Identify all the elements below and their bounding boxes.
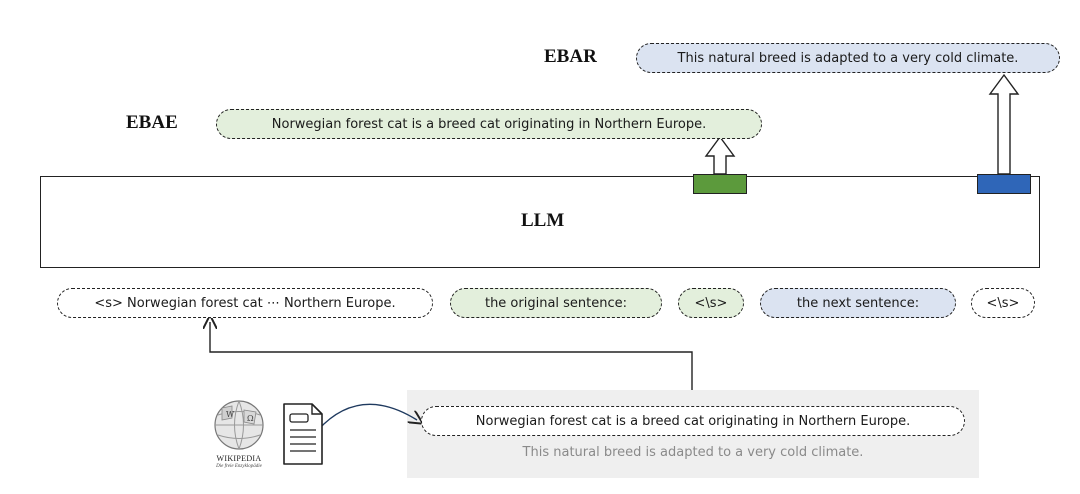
input-pill-eos-1: <\s> xyxy=(678,288,744,318)
input-pill-eos-2: <\s> xyxy=(971,288,1035,318)
llm-label: LLM xyxy=(521,210,565,231)
svg-text:Ω: Ω xyxy=(247,414,254,423)
green-output-token xyxy=(693,174,747,194)
blue-output-token xyxy=(977,174,1031,194)
input-text-original-prompt: the original sentence: xyxy=(484,295,628,311)
ebae-label: EBAE xyxy=(126,112,178,133)
document-icon xyxy=(283,403,323,465)
input-text-next-prompt: the next sentence: xyxy=(796,295,920,311)
ebar-label: EBAR xyxy=(544,46,597,67)
svg-text:W: W xyxy=(226,410,235,419)
wikipedia-globe-icon: W Ω xyxy=(214,400,264,450)
ebar-output-text: This natural breed is adapted to a very … xyxy=(677,50,1019,66)
input-text-eos-1: <\s> xyxy=(694,295,728,311)
document-to-sentence-arrow xyxy=(317,403,417,431)
ebae-output-pill: Norwegian forest cat is a breed cat orig… xyxy=(216,109,762,139)
source-sentence-1: Norwegian forest cat is a breed cat orig… xyxy=(475,413,911,429)
input-pill-next-prompt: the next sentence: xyxy=(760,288,956,318)
panel-to-input-arrow xyxy=(210,322,693,390)
wikipedia-wordmark: WIKIPEDIA xyxy=(216,454,262,463)
input-pill-original-prompt: the original sentence: xyxy=(450,288,662,318)
ebar-output-pill: This natural breed is adapted to a very … xyxy=(636,43,1060,73)
source-sentence-2: This natural breed is adapted to a very … xyxy=(522,445,864,460)
ebae-output-text: Norwegian forest cat is a breed cat orig… xyxy=(271,116,707,132)
ebae-up-arrow xyxy=(704,135,736,175)
source-sentence-pill: Norwegian forest cat is a breed cat orig… xyxy=(421,406,965,436)
input-text-eos-2: <\s> xyxy=(986,295,1020,311)
wikipedia-tagline: Die freie Enzyklopädie xyxy=(216,464,262,469)
input-text-sentence: <s> Norwegian forest cat ⋯ Northern Euro… xyxy=(94,295,396,311)
llm-box xyxy=(40,176,1040,268)
ebar-up-arrow xyxy=(988,73,1020,175)
wikipedia-logo: W Ω WIKIPEDIA Die freie Enzyklopädie xyxy=(208,398,270,474)
input-pill-sentence: <s> Norwegian forest cat ⋯ Northern Euro… xyxy=(57,288,433,318)
